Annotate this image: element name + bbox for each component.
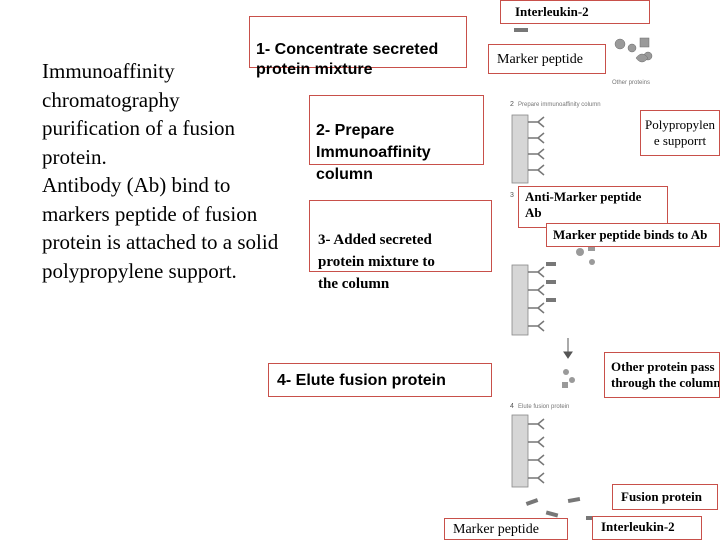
step-2-box: 2- Prepare Immunoaffinity column (309, 95, 484, 183)
other-proteins-small-text: Other proteins (612, 80, 650, 86)
interleukin-2-label-top: Interleukin-2 (500, 0, 650, 24)
step-2-number: 2 (510, 101, 514, 108)
column-support-2 (511, 114, 529, 184)
elute-small-text: Elute fusion protein (518, 404, 569, 410)
interleukin-2-label-bottom: Interleukin-2 (592, 516, 702, 540)
polypropylene-support-label: Polypropylen e supporrt (640, 110, 720, 156)
description-text: Immunoaffinity chromatography purificati… (42, 59, 279, 283)
step-3-box: 3- Added secreted protein mixture to the… (309, 200, 492, 292)
eluted-fusion-proteins (525, 496, 598, 520)
prepare-column-small-text: Prepare immunoaffinity column (518, 102, 601, 108)
marker-peptide-label-bottom: Marker peptide (444, 518, 568, 540)
column-support-4 (511, 414, 529, 488)
purification-figure: Other proteins 2 Prepare immunoaffinity … (510, 28, 653, 520)
column-support-3 (511, 264, 529, 336)
step-1-label: 1- Concentrate secreted protein mixture (256, 41, 439, 78)
antibody-array-4 (528, 418, 545, 484)
antibody-array-2 (528, 116, 545, 176)
step-3-label: 3- Added secreted protein mixture to the… (318, 232, 435, 292)
step-2-label: 2- Prepare Immunoaffinity column (316, 122, 431, 183)
antibody-array-3 (528, 266, 545, 332)
protein-mixture-icon (614, 37, 653, 63)
marker-peptide-label-top: Marker peptide (488, 44, 606, 74)
marker-binds-ab-label: Marker peptide binds to Ab (546, 223, 720, 247)
other-proteins-pass-label: Other protein pass through the column (604, 352, 720, 398)
fusion-protein-top-icon (514, 28, 528, 32)
fusion-protein-label: Fusion protein (612, 484, 718, 510)
passed-proteins-icon (562, 369, 575, 388)
free-proteins-3 (576, 244, 595, 265)
step-4-box: 4- Elute fusion protein (268, 363, 492, 397)
step-4-label: 4- Elute fusion protein (277, 372, 446, 389)
anti-marker-peptide-label: Anti-Marker peptide Ab (518, 186, 668, 228)
flow-arrow-icon (563, 338, 573, 359)
bound-fusion-proteins-3 (546, 262, 556, 302)
step-1-box: 1- Concentrate secreted protein mixture (249, 16, 467, 78)
step-3-number: 3 (510, 192, 514, 199)
step-4-number: 4 (510, 403, 514, 410)
